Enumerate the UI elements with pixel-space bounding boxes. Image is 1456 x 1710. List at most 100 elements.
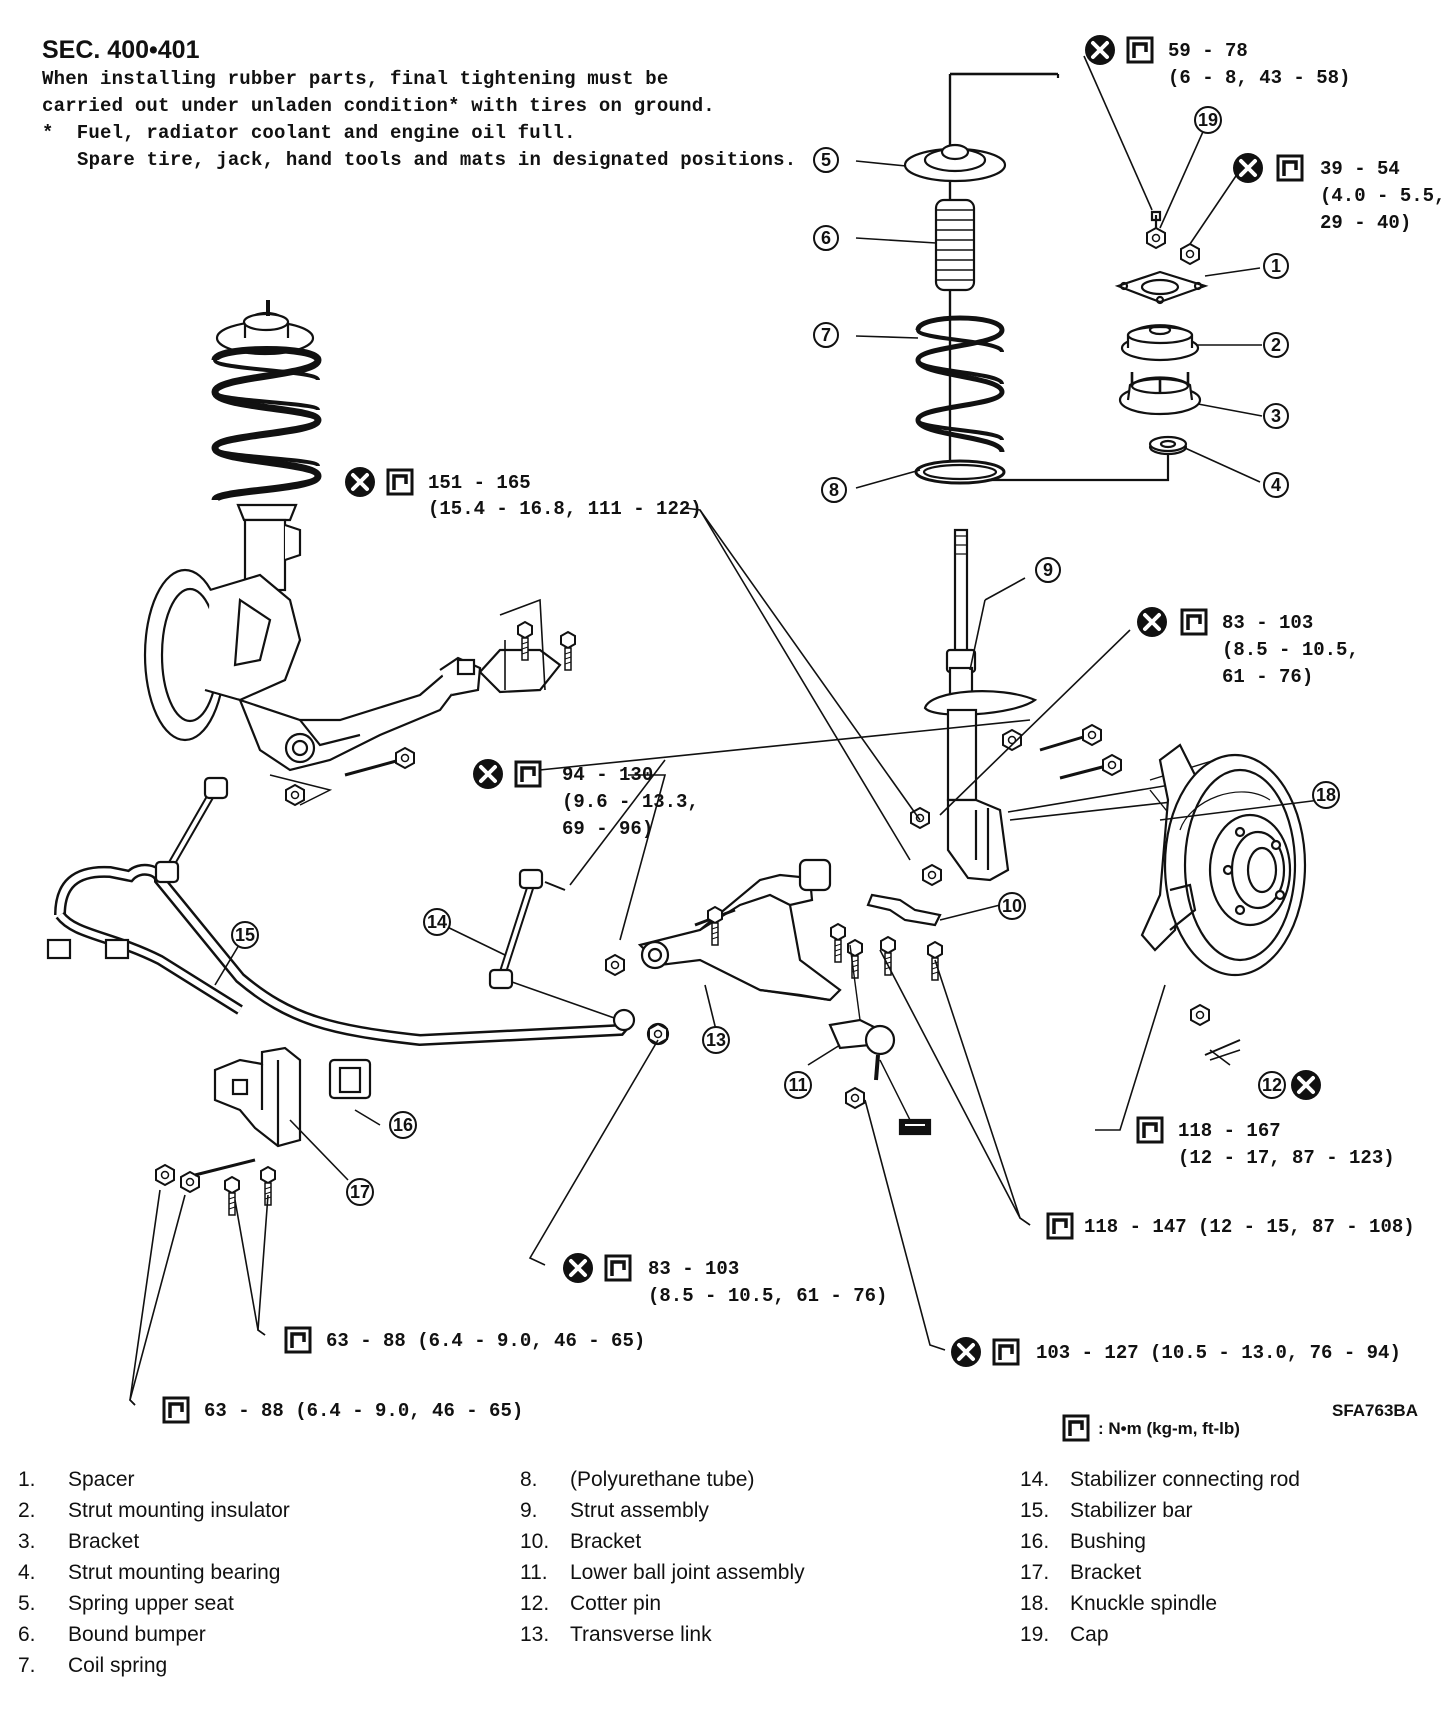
svg-text:8: 8	[829, 480, 839, 500]
svg-text:5: 5	[821, 150, 831, 170]
replace-x-icon	[1231, 151, 1265, 185]
callout-2: 2	[1263, 332, 1289, 358]
callout-16: 16	[389, 1111, 417, 1139]
callout-10: 10	[998, 892, 1026, 920]
replace-x-icon	[1083, 33, 1117, 67]
torque-wrench-icon	[1126, 36, 1154, 64]
callout-13: 13	[702, 1026, 730, 1054]
svg-text:: N•m (kg-m, ft-lb): : N•m (kg-m, ft-lb)	[1098, 1419, 1240, 1438]
leader-lines	[129, 507, 1321, 1406]
legend-item: 14.Stabilizer connecting rod	[1020, 1468, 1300, 1491]
legend-item: 1.Spacer	[18, 1468, 135, 1491]
replace-x-icon	[949, 1335, 983, 1369]
replace-x-icon	[1289, 1068, 1323, 1102]
svg-text:(8.5 - 10.5,: (8.5 - 10.5,	[1222, 639, 1359, 661]
svg-text:39 - 54: 39 - 54	[1320, 158, 1400, 180]
legend-item: 2.Strut mounting insulator	[18, 1499, 290, 1522]
legend-item: 3.Bracket	[18, 1530, 140, 1553]
legend-item: 4.Strut mounting bearing	[18, 1561, 281, 1584]
legend-item: 6.Bound bumper	[18, 1623, 206, 1646]
callouts: 1 2 3 4 5 6 7 8 9 10 11 12 13 14 15 16 1…	[231, 106, 1340, 1206]
strut-assembly	[909, 528, 1216, 887]
svg-text:151 - 165: 151 - 165	[428, 472, 531, 494]
note-line-1: When installing rubber parts, final tigh…	[42, 68, 669, 90]
legend-item: 7.Coil spring	[18, 1654, 168, 1677]
legend-item: 12.Cotter pin	[520, 1592, 662, 1615]
svg-text:63 - 88 (6.4 - 9.0, 46 - 65): 63 - 88 (6.4 - 9.0, 46 - 65)	[204, 1400, 523, 1422]
torque-wrench-icon	[992, 1338, 1020, 1366]
torque-wrench-icon	[1062, 1414, 1090, 1442]
replace-x-icon	[1135, 605, 1169, 639]
replace-x-icon	[471, 757, 505, 791]
svg-text:14: 14	[427, 912, 447, 932]
torque-specs: 59 - 78 (6 - 8, 43 - 58) 39 - 54 (4.0 - …	[162, 33, 1445, 1424]
torque-wrench-icon	[1180, 608, 1208, 636]
legend-item: 10.Bracket	[520, 1530, 642, 1553]
assembled-strut	[143, 300, 577, 807]
callout-17: 17	[346, 1178, 374, 1206]
legend-item: 13.Transverse link	[520, 1623, 712, 1646]
transverse-link	[604, 858, 944, 1136]
callout-4: 4	[1263, 472, 1289, 498]
svg-text:83 - 103: 83 - 103	[648, 1258, 739, 1280]
torque-wrench-icon	[284, 1326, 312, 1354]
svg-text:83 - 103: 83 - 103	[1222, 612, 1313, 634]
callout-1: 1	[1263, 253, 1289, 279]
figure-code: SFA763BA	[1332, 1401, 1418, 1420]
svg-text:(15.4 - 16.8, 111 - 122): (15.4 - 16.8, 111 - 122)	[428, 498, 702, 520]
callout-15: 15	[231, 921, 259, 949]
stabilizer-bar	[46, 776, 670, 1047]
callout-11: 11	[784, 1071, 812, 1099]
svg-text:(4.0 - 5.5,: (4.0 - 5.5,	[1320, 185, 1445, 207]
torque-wrench-icon	[1046, 1212, 1074, 1240]
svg-text:4: 4	[1271, 475, 1281, 495]
svg-text:12: 12	[1262, 1075, 1282, 1095]
svg-text:69 - 96): 69 - 96)	[562, 818, 653, 840]
callout-14: 14	[423, 908, 451, 936]
svg-text:61 - 76): 61 - 76)	[1222, 666, 1313, 688]
svg-text:13: 13	[706, 1030, 726, 1050]
callout-12: 12	[1258, 1071, 1286, 1099]
svg-text:103 - 127 (10.5 - 13.0, 76 - 9: 103 - 127 (10.5 - 13.0, 76 - 94)	[1036, 1342, 1401, 1364]
note-line-3: * Fuel, radiator coolant and engine oil …	[42, 122, 576, 144]
legend-item: 9.Strut assembly	[520, 1499, 709, 1522]
svg-text:63 - 88 (6.4 - 9.0, 46 - 65): 63 - 88 (6.4 - 9.0, 46 - 65)	[326, 1330, 645, 1352]
torque-wrench-icon	[162, 1396, 190, 1424]
callout-7: 7	[813, 322, 839, 348]
torque-wrench-icon	[514, 760, 542, 788]
svg-text:(9.6 - 13.3,: (9.6 - 13.3,	[562, 791, 699, 813]
legend-item: 18.Knuckle spindle	[1020, 1592, 1218, 1615]
svg-text:7: 7	[821, 325, 831, 345]
svg-text:17: 17	[350, 1182, 370, 1202]
torque-wrench-icon	[604, 1254, 632, 1282]
bushing-bracket	[154, 1046, 372, 1217]
section-title: SEC. 400•401	[42, 36, 200, 64]
legend-item: 19.Cap	[1020, 1623, 1109, 1646]
legend-item: 11.Lower ball joint assembly	[520, 1561, 805, 1584]
suspension-diagram: 1 2 3 4 5 6 7 8 9 10 11 12 13 14 15 16 1…	[46, 33, 1445, 1442]
svg-text:18: 18	[1316, 785, 1336, 805]
torque-wrench-icon	[1276, 154, 1304, 182]
svg-text:(6 - 8, 43 - 58): (6 - 8, 43 - 58)	[1168, 67, 1350, 89]
legend-item: 15.Stabilizer bar	[1020, 1499, 1193, 1522]
svg-text:19: 19	[1198, 110, 1218, 130]
legend-item: 17.Bracket	[1020, 1561, 1142, 1584]
exploded-strut-mount	[855, 55, 1263, 489]
replace-x-icon	[343, 465, 377, 499]
svg-text:(12 - 17, 87 - 123): (12 - 17, 87 - 123)	[1178, 1147, 1395, 1169]
legend-item: 16.Bushing	[1020, 1530, 1146, 1553]
legend-item: 8.(Polyurethane tube)	[520, 1468, 755, 1491]
svg-text:15: 15	[235, 925, 255, 945]
svg-text:1: 1	[1271, 256, 1281, 276]
callout-18: 18	[1312, 781, 1340, 809]
svg-text:2: 2	[1271, 335, 1281, 355]
replace-x-icon	[561, 1251, 595, 1285]
svg-text:59 - 78: 59 - 78	[1168, 40, 1248, 62]
callout-6: 6	[813, 225, 839, 251]
note-line-2: carried out under unladen condition* wit…	[42, 95, 715, 117]
svg-text:118 - 147 (12 - 15, 87 - 108): 118 - 147 (12 - 15, 87 - 108)	[1084, 1216, 1415, 1238]
legend-item: 5.Spring upper seat	[18, 1592, 234, 1615]
callout-3: 3	[1263, 403, 1289, 429]
svg-text:9: 9	[1043, 560, 1053, 580]
svg-text:6: 6	[821, 228, 831, 248]
